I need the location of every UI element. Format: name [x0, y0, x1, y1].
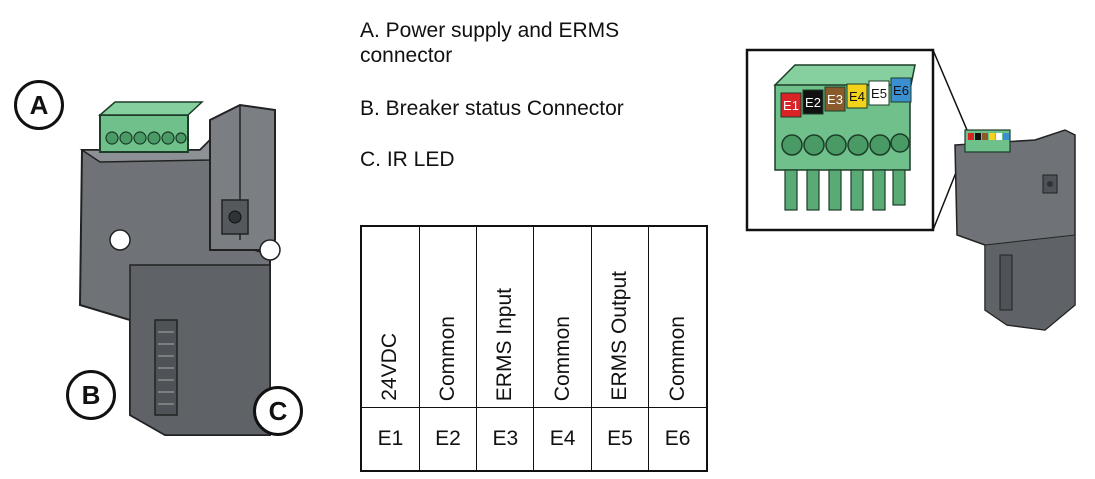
small-terminal-tag [996, 133, 1002, 140]
terminal-tag-e3 [824, 86, 846, 112]
terminal-tag-e6 [890, 77, 912, 103]
inset-terminal-labels: E1 E2 E3 E4 E5 E6 [780, 77, 912, 118]
pin-function-row: 24VDC Common ERMS Input Common ERMS Outp… [360, 225, 708, 408]
pin-terminal: E2 [418, 407, 478, 472]
pin-function: 24VDC [378, 333, 402, 401]
terminal-tag-label: E4 [849, 89, 865, 104]
small-breaker-connector [999, 254, 1013, 311]
pin-terminal: E1 [360, 407, 420, 472]
terminal-tag-label: E5 [871, 86, 887, 101]
terminal-tag-e1 [780, 92, 802, 118]
legend-a-line2: connector [360, 44, 453, 67]
small-terminal-tag [982, 133, 988, 140]
terminal-tag-e4 [846, 83, 868, 109]
pin-function-cell: ERMS Output [590, 225, 650, 408]
ir-led [228, 210, 242, 224]
connector-inset: E1 E2 E3 E4 E5 E6 [745, 48, 1076, 331]
terminal-tag-label: E1 [783, 98, 799, 113]
pin-function: ERMS Output [607, 271, 631, 401]
pin-terminal: E3 [476, 407, 535, 472]
legend-a-line1: A. Power supply and ERMS [360, 19, 620, 42]
pin-function: Common [665, 315, 689, 401]
callout-c: C [253, 386, 303, 436]
terminal-tag-label: E3 [827, 92, 843, 107]
pin-terminal: E6 [648, 407, 708, 472]
terminal-tag-label: E6 [893, 83, 909, 98]
module-illustration [78, 101, 281, 436]
terminal-tag-e5 [868, 80, 890, 106]
pin-table: 24VDC Common ERMS Input Common ERMS Outp… [360, 225, 708, 472]
terminal-tag-e2 [802, 89, 824, 115]
pin-function-cell: Common [418, 225, 478, 408]
callout-b: B [66, 370, 116, 420]
legend-a: A. Power supply and ERMS connector [360, 18, 619, 68]
leader-line [932, 49, 968, 131]
module-body-shade [129, 264, 271, 436]
small-terminal-tag [968, 133, 974, 140]
pin-function-cell: 24VDC [360, 225, 420, 408]
legend-b: B. Breaker status Connector [360, 97, 624, 120]
pin-function-cell: ERMS Input [476, 225, 535, 408]
pin-function-cell: Common [648, 225, 708, 408]
terminal-tag-label: E2 [805, 95, 821, 110]
small-terminal-tag [989, 133, 995, 140]
pin-terminal: E4 [533, 407, 592, 472]
pin-terminal-row: E1 E2 E3 E4 E5 E6 [360, 407, 708, 472]
pin-function: ERMS Input [493, 287, 517, 401]
pin-terminal: E5 [590, 407, 650, 472]
pin-function: Common [550, 315, 574, 401]
pin-function: Common [436, 315, 460, 401]
small-terminal-tag [1003, 133, 1009, 140]
small-terminal-tag [975, 133, 981, 140]
legend-c: C. IR LED [360, 148, 455, 171]
callout-a: A [14, 80, 64, 130]
pin-function-cell: Common [533, 225, 592, 408]
